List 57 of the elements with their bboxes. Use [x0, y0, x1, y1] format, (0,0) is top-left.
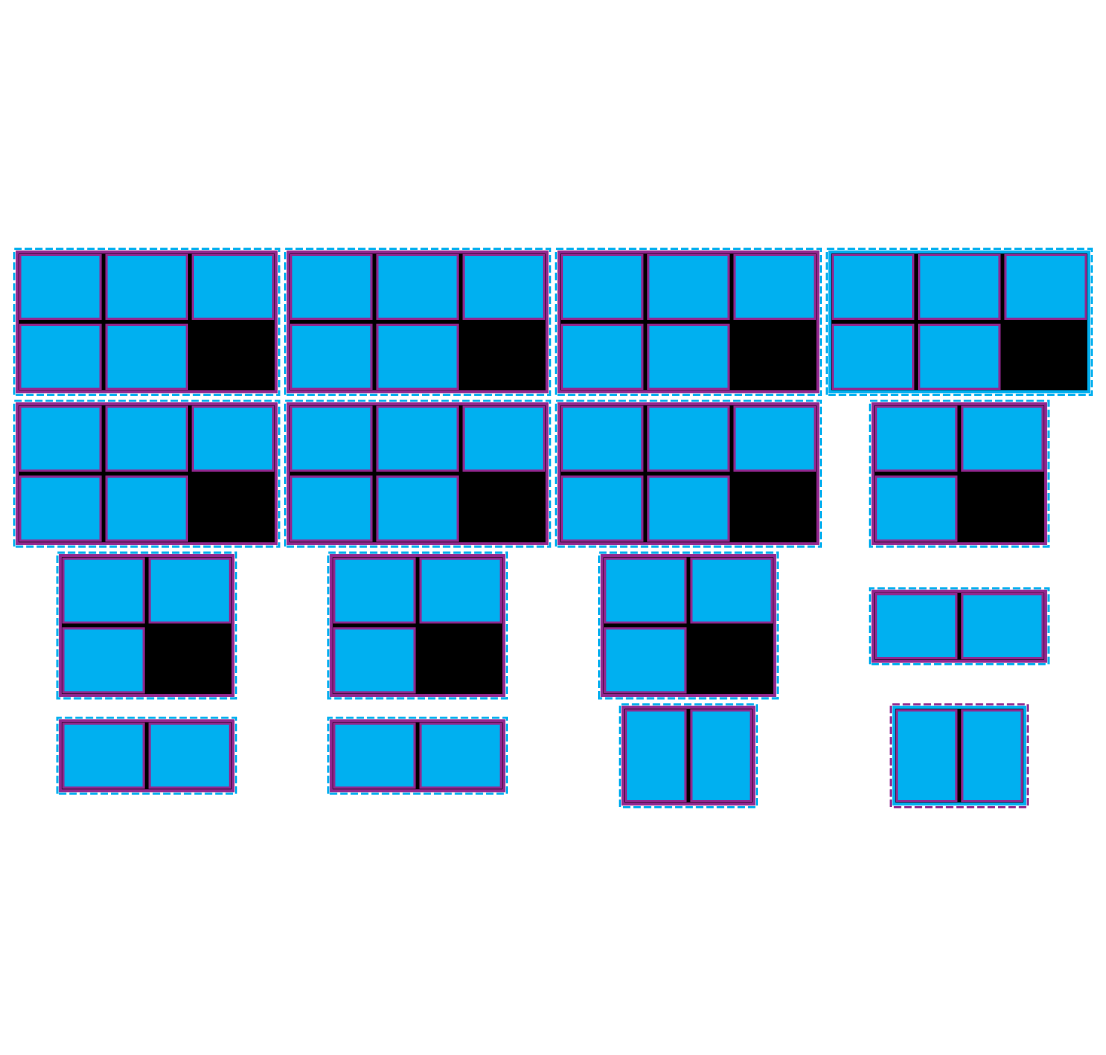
- node-box: [289, 323, 373, 390]
- node-box: [19, 475, 102, 542]
- node-box: [19, 253, 102, 320]
- node-box: [191, 405, 275, 472]
- node-box: [961, 592, 1044, 659]
- node-box: [961, 405, 1044, 472]
- node-box: [560, 253, 644, 320]
- node-box: [831, 253, 915, 320]
- node-box: [376, 475, 459, 542]
- node-box: [647, 475, 730, 542]
- node-box: [462, 253, 546, 320]
- node-box: [289, 253, 373, 320]
- node-box: [603, 556, 687, 624]
- node-box: [191, 253, 275, 320]
- node-box: [333, 556, 416, 624]
- node-box: [603, 626, 687, 694]
- node-box: [690, 708, 753, 802]
- node-box: [733, 253, 817, 320]
- node-box: [62, 626, 145, 694]
- node-box: [376, 323, 459, 390]
- node-box: [690, 556, 773, 624]
- node-box: [874, 592, 958, 659]
- node-box: [831, 323, 915, 390]
- node-box: [376, 253, 459, 320]
- node-box: [19, 405, 102, 472]
- node-box: [874, 475, 958, 542]
- node-box: [62, 722, 145, 789]
- node-box: [419, 722, 503, 789]
- node-box: [1004, 253, 1087, 320]
- node-box: [624, 708, 687, 802]
- node-box: [918, 323, 1001, 390]
- node-box: [560, 323, 644, 390]
- node-box: [874, 405, 958, 472]
- node-box: [560, 475, 644, 542]
- node-box: [19, 323, 102, 390]
- node-box: [105, 405, 188, 472]
- node-box: [376, 405, 459, 472]
- node-box: [918, 253, 1001, 320]
- node-box: [647, 253, 730, 320]
- node-box: [895, 708, 958, 802]
- node-box: [647, 405, 730, 472]
- node-box: [647, 323, 730, 390]
- node-box: [961, 708, 1023, 802]
- node-box: [333, 626, 416, 694]
- node-box: [462, 405, 546, 472]
- node-box: [62, 556, 145, 624]
- node-box: [560, 405, 644, 472]
- node-box: [105, 323, 188, 390]
- node-box: [105, 475, 188, 542]
- node-box: [733, 405, 817, 472]
- node-box: [105, 253, 188, 320]
- node-box: [289, 475, 373, 542]
- node-box: [419, 556, 503, 624]
- node-box: [333, 722, 416, 789]
- node-box: [289, 405, 373, 472]
- node-box: [148, 556, 232, 624]
- node-box: [148, 722, 232, 789]
